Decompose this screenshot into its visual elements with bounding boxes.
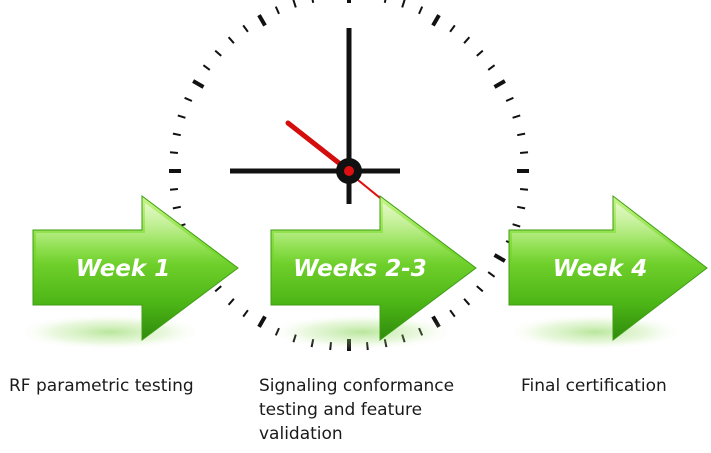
clock-tick [476, 285, 484, 293]
stage-caption-week-1: RF parametric testing [9, 376, 194, 396]
clock-center-dot [344, 166, 354, 176]
clock-tick [227, 36, 235, 44]
clock-tick [449, 309, 456, 318]
clock-tick [487, 271, 496, 278]
clock-tick [202, 64, 211, 71]
clock-tick [274, 6, 280, 15]
clock-tick [517, 132, 526, 137]
clock-tick [505, 96, 514, 102]
arrow-shadow [15, 314, 205, 350]
clock-tick [257, 14, 267, 27]
clock-tick [493, 79, 506, 89]
clock-tick [383, 0, 387, 3]
arrow-icon [32, 195, 239, 341]
clock-tick [519, 151, 529, 154]
arrow-week-4: Week 4 [508, 194, 708, 342]
clock-tick [512, 223, 521, 228]
clock-tick [184, 96, 193, 102]
arrow-week-1: Week 1 [32, 195, 239, 341]
stage-caption-week-4: Final certification [521, 376, 667, 396]
arrow-icon [270, 195, 477, 341]
clock-tick [214, 285, 222, 293]
clock-tick [512, 114, 521, 119]
clock-tick [242, 309, 249, 318]
clock-tick [463, 36, 471, 44]
clock-tick [517, 205, 526, 210]
arrow-shadow [267, 314, 457, 350]
clock-tick [431, 14, 441, 27]
stage-caption-weeks-2-3: Signaling conformance testing and featur… [259, 376, 455, 444]
clock-tick [493, 253, 506, 263]
clock-tick [519, 188, 529, 191]
clock-second-hand-tail [285, 120, 347, 170]
arrow-week-2-3: Weeks 2-3 [270, 195, 477, 341]
clock-tick [177, 114, 186, 119]
arrow-label: Week 1 [76, 256, 170, 282]
clock-tick [418, 6, 424, 15]
clock-tick [401, 0, 406, 8]
clock-tick [227, 298, 235, 306]
clock-tick [242, 24, 249, 33]
clock-tick [311, 0, 315, 3]
clock-tick [169, 151, 179, 154]
arrow-label: Week 4 [553, 256, 647, 282]
clock-tick [257, 315, 267, 328]
arrow-icon [508, 194, 708, 342]
clock-tick [172, 132, 181, 137]
clock-tick [487, 64, 496, 71]
clock-tick [449, 24, 456, 33]
clock-tick [169, 188, 179, 191]
clock-tick [172, 205, 181, 210]
arrow-shadow [505, 314, 685, 350]
clock-tick [476, 49, 484, 57]
clock-tick [292, 0, 297, 8]
clock-tick [214, 49, 222, 57]
arrow-label: Weeks 2-3 [293, 256, 427, 282]
clock-tick [463, 298, 471, 306]
clock-tick [192, 79, 205, 89]
